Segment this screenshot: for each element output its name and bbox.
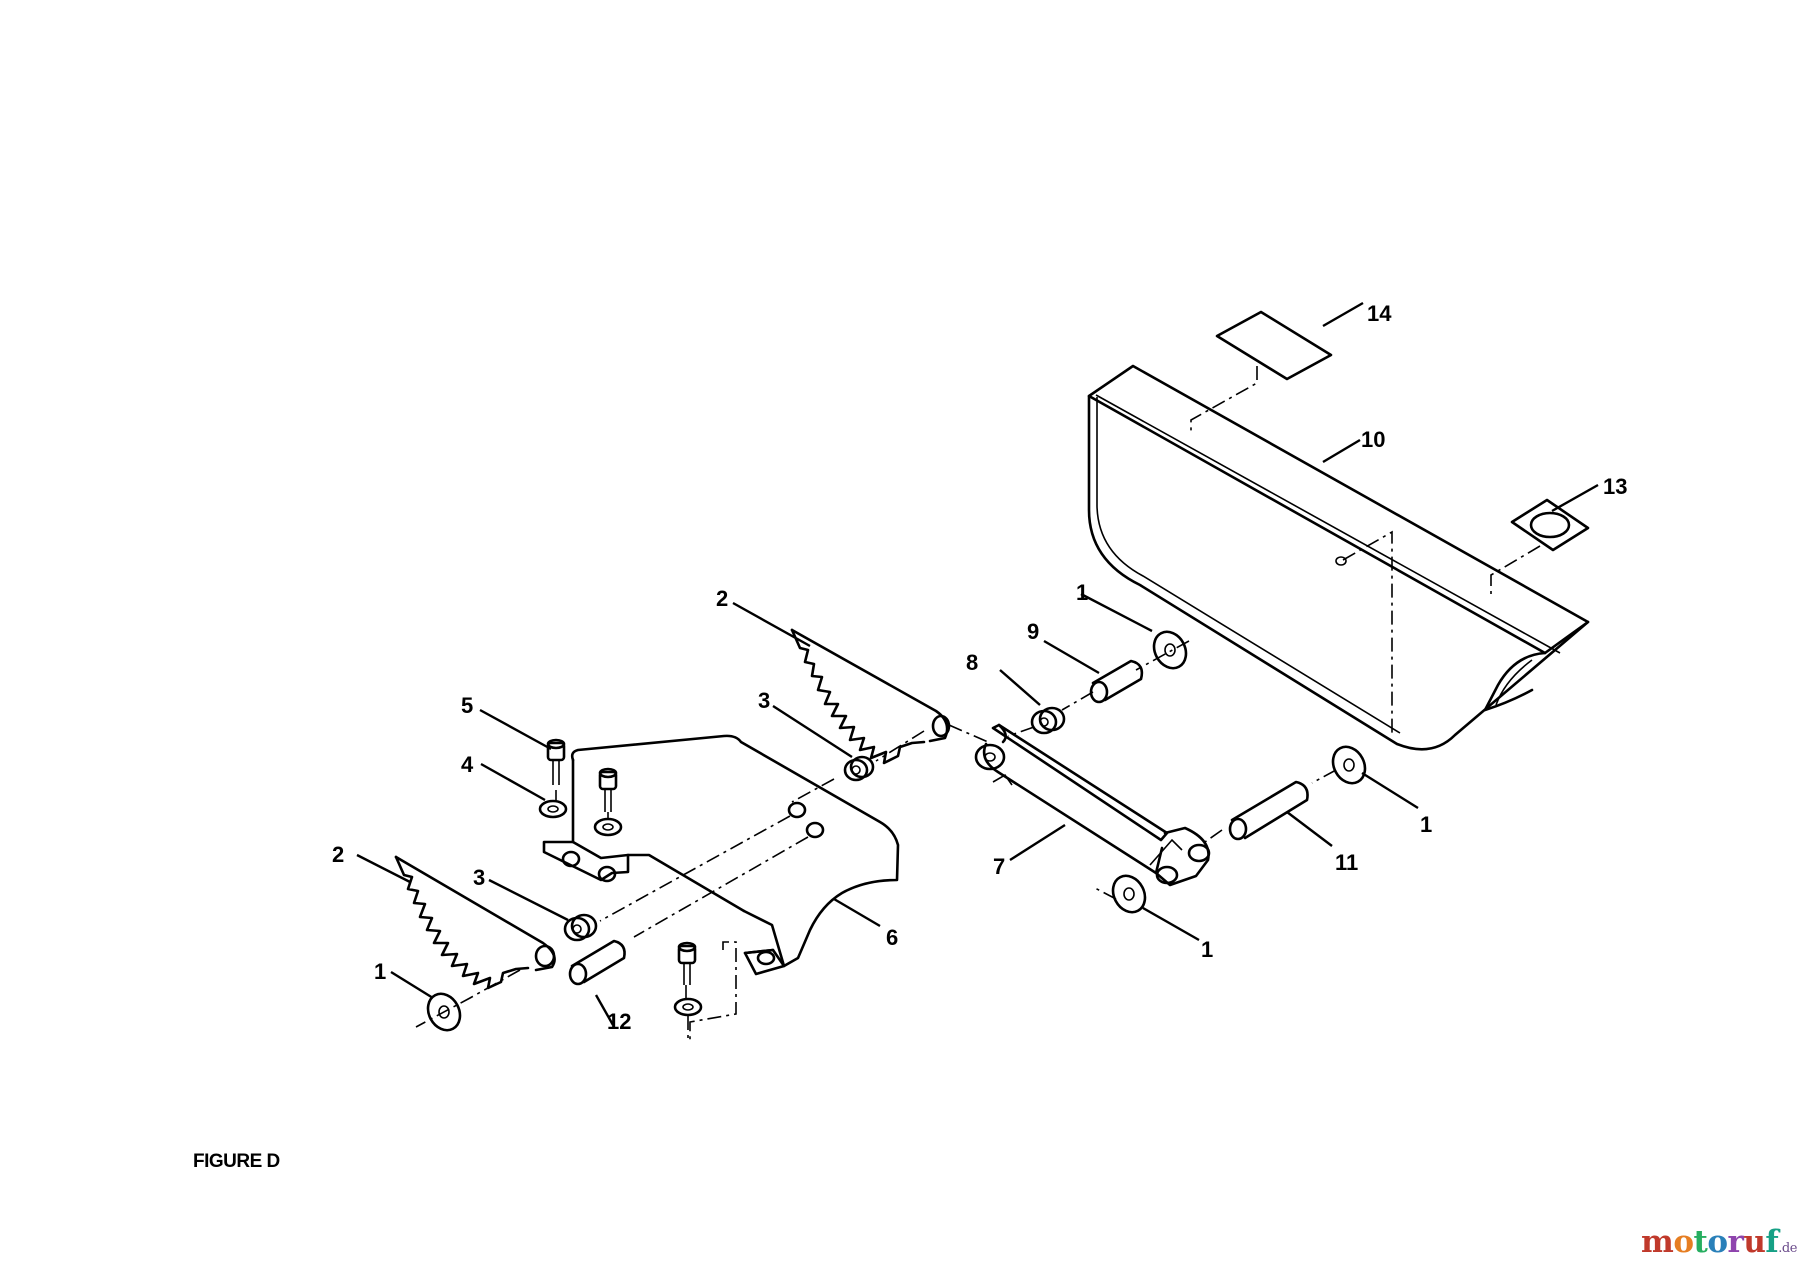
label-part-13 [1510, 498, 1590, 552]
pin-part-12 [568, 939, 626, 986]
retaining-washer-top [1152, 630, 1188, 670]
washer-middle [593, 817, 623, 837]
callout-13: 13 [1603, 474, 1627, 499]
washer-left [538, 799, 568, 819]
riving-bracket [542, 734, 900, 976]
callout-3-upper: 3 [758, 688, 770, 713]
nut-part-8 [1030, 706, 1066, 735]
callout-2-lower: 2 [332, 842, 344, 867]
callout-1-right: 1 [1420, 812, 1432, 837]
watermark-logo: motoruf.de [1641, 1224, 1797, 1260]
callout-8: 8 [966, 650, 978, 675]
callout-labels: 14 10 13 1 9 8 2 3 5 4 2 3 1 12 6 7 1 1 … [332, 301, 1627, 1034]
anti-kickback-pawl-upper [790, 628, 951, 765]
callout-1-bottom: 1 [1201, 937, 1213, 962]
callout-14: 14 [1367, 301, 1392, 326]
callout-3-lower: 3 [473, 865, 485, 890]
washer-lower [673, 997, 703, 1017]
spacer-lower [563, 913, 598, 942]
screw-middle [598, 767, 618, 812]
screw-left [546, 738, 566, 785]
watermark-letter: o [1707, 1224, 1728, 1260]
figure-label: FIGURE D [193, 1151, 280, 1172]
callout-10: 10 [1361, 427, 1385, 452]
blade-guard-housing [1087, 364, 1590, 751]
watermark-letter: f [1765, 1224, 1779, 1260]
callout-1-left: 1 [374, 959, 386, 984]
callout-5: 5 [461, 693, 473, 718]
watermark-letter: o [1673, 1224, 1694, 1260]
callout-2-upper: 2 [716, 586, 728, 611]
alignment-lines-housing [1190, 366, 1541, 735]
watermark-letter: u [1743, 1224, 1766, 1260]
screw-lower [677, 941, 697, 985]
anti-kickback-pawl-lower [394, 855, 556, 990]
spacer-upper [843, 755, 875, 782]
callout-1-top: 1 [1076, 580, 1088, 605]
watermark-letter: r [1727, 1224, 1744, 1260]
callout-7: 7 [993, 854, 1005, 879]
callout-4: 4 [461, 752, 474, 777]
pin-part-9 [1089, 659, 1144, 704]
callout-11: 11 [1335, 850, 1358, 875]
callout-9: 9 [1027, 619, 1039, 644]
callout-6: 6 [886, 925, 898, 950]
leader-lines [356, 301, 1599, 1026]
watermark-tld: .de [1778, 1241, 1797, 1256]
watermark-letter: t [1693, 1224, 1708, 1260]
label-part-14 [1215, 310, 1333, 381]
alignment-lines-mechanism [415, 640, 1337, 1040]
watermark-letters: motoruf [1641, 1224, 1779, 1260]
retaining-washer-bottom [1111, 874, 1147, 914]
pin-part-11 [1228, 780, 1309, 841]
watermark-letter: m [1641, 1224, 1674, 1260]
callout-12: 12 [607, 1009, 631, 1034]
spreader-arm [974, 723, 1211, 887]
retaining-washer-right [1331, 745, 1367, 785]
